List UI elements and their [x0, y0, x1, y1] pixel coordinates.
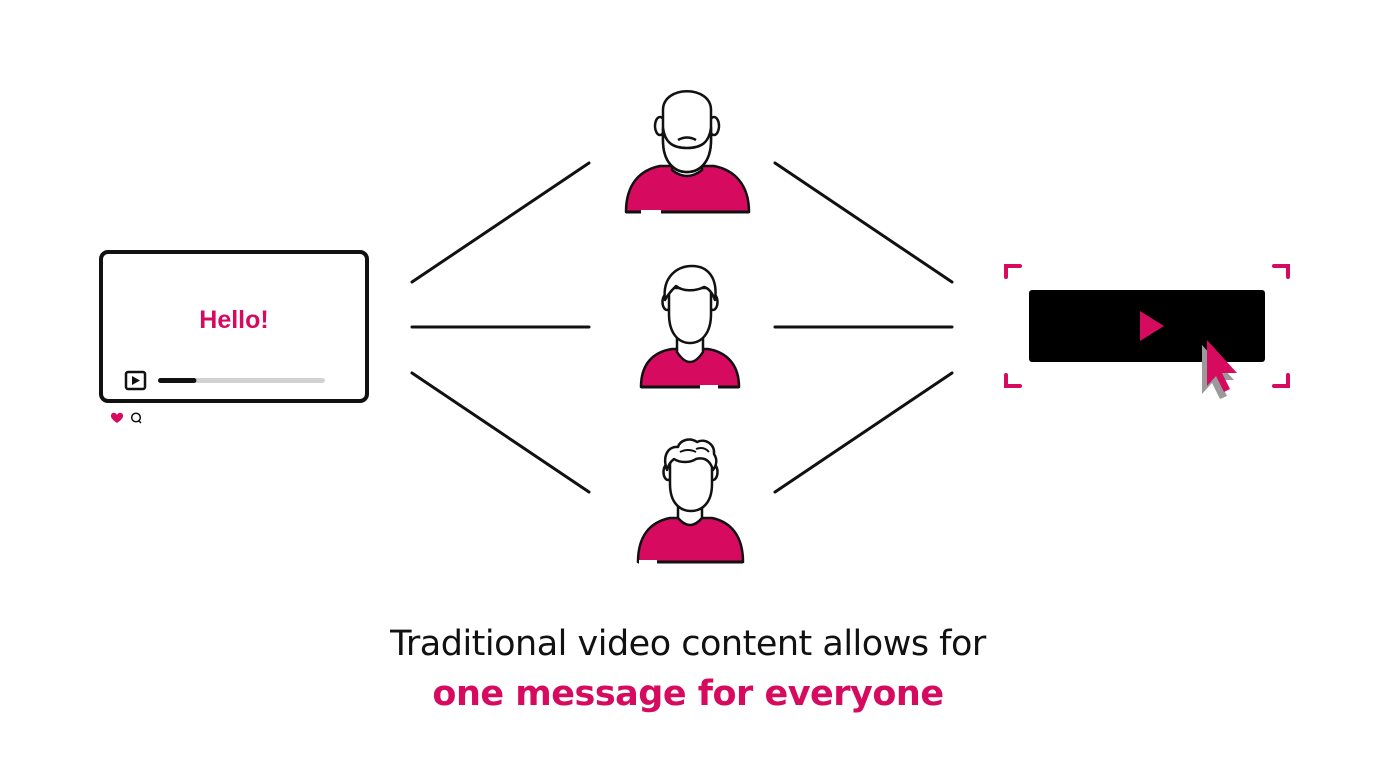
connector-line	[410, 371, 591, 494]
connector-line	[773, 371, 954, 494]
caption-line-2: one message for everyone	[432, 674, 944, 714]
connector-line	[410, 161, 591, 284]
video-frame	[99, 250, 369, 403]
connectors-left	[410, 161, 591, 494]
progress-track[interactable]	[158, 378, 325, 383]
heart-icon[interactable]	[110, 412, 124, 423]
play-icon[interactable]	[124, 370, 147, 391]
curly-hair-person-icon	[636, 438, 745, 564]
caption-line-1: Traditional video content allows for	[390, 624, 986, 664]
focus-brackets	[1004, 264, 1290, 388]
comment-icon[interactable]	[130, 412, 142, 424]
video-cta-button[interactable]	[1029, 290, 1265, 362]
bald-bearded-person-icon	[624, 90, 751, 214]
connectors-right	[773, 161, 954, 494]
progress-fill	[158, 378, 197, 383]
play-icon	[1140, 311, 1164, 341]
video-card	[99, 250, 369, 403]
cursor-icon	[1202, 340, 1237, 399]
video-greeting: Hello!	[199, 306, 269, 334]
connector-line	[773, 161, 954, 284]
short-hair-person-icon	[639, 264, 741, 389]
